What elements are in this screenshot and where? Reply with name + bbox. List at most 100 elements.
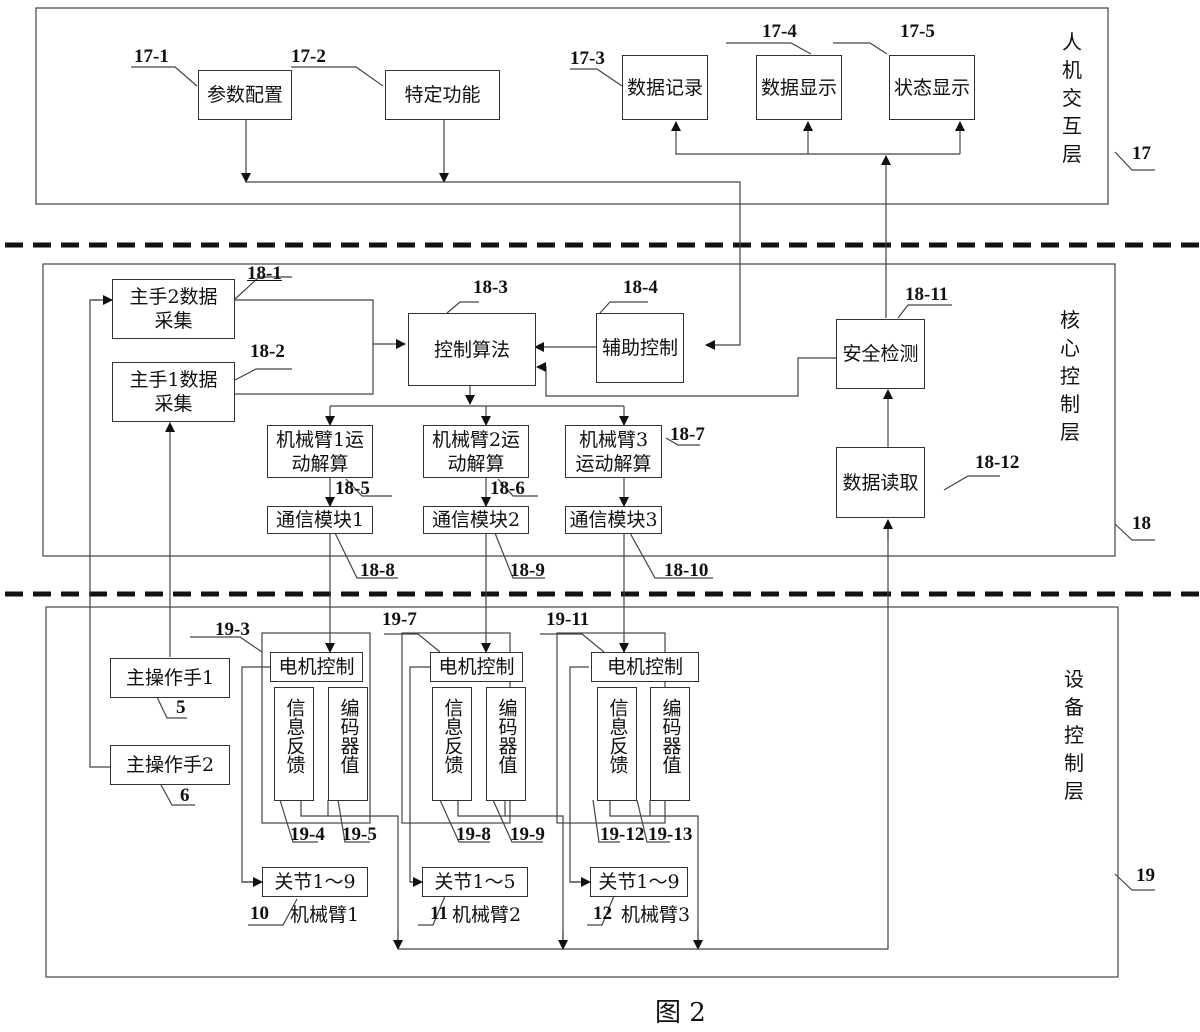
layer-title-char: 设 [1064, 667, 1084, 691]
status-display-label: 状态显示 [893, 76, 970, 99]
comm-module3-block: 通信模块3 [565, 506, 662, 534]
master-operator2-label: 主操作手2 [125, 754, 215, 776]
joints-arm2-block: 关节1～5 [422, 867, 528, 897]
motor-control-label: 电机控制 [278, 656, 355, 678]
master2-acquisition-block: 主手2数据采集 [112, 279, 235, 339]
tag-18-12: 18-12 [975, 452, 1020, 473]
core-layer-title: 核 心 控 制 层 [1058, 306, 1082, 446]
comm-module3-label: 通信模块3 [569, 509, 658, 531]
tag-12: 12 [593, 903, 612, 924]
tag-5: 5 [176, 697, 186, 718]
motor-control-label: 电机控制 [606, 656, 683, 678]
joints-arm3-block: 关节1～9 [590, 867, 688, 897]
layer-title-char: 控 [1060, 364, 1080, 388]
control-algorithm-label: 控制算法 [433, 338, 510, 361]
info-feedback-1-block: 信息反馈 [274, 687, 314, 801]
tag-18-4: 18-4 [623, 277, 658, 298]
arm3-kinematics-block: 机械臂3运动解算 [565, 425, 662, 478]
motor-control-2-block: 电机控制 [430, 652, 523, 682]
tag-17: 17 [1132, 143, 1151, 164]
tag-19-8: 19-8 [456, 824, 491, 845]
comm-module2-label: 通信模块2 [431, 509, 521, 531]
data-read-label: 数据读取 [842, 471, 919, 494]
tag-18-3: 18-3 [473, 277, 508, 298]
param-config-block: 参数配置 [198, 70, 292, 120]
motor-control-label: 电机控制 [438, 656, 515, 678]
tag-17-1: 17-1 [134, 46, 169, 67]
arm2-kinematics-block: 机械臂2运动解算 [423, 425, 529, 478]
safety-check-label: 安全检测 [842, 343, 919, 365]
tag-17-2: 17-2 [291, 46, 326, 67]
layer-title-char: 层 [1060, 420, 1080, 444]
arm2-kinematics-label: 机械臂2运动解算 [431, 428, 521, 475]
comm-module1-label: 通信模块1 [275, 509, 365, 531]
layer-title-char: 核 [1060, 308, 1080, 332]
tag-18-10: 18-10 [664, 560, 709, 581]
arm2-label: 机械臂2 [452, 904, 522, 926]
info-feedback-label: 信息反馈 [606, 698, 629, 774]
special-function-label: 特定功能 [404, 84, 481, 106]
core-layer-frame [42, 263, 1116, 557]
tag-18-11: 18-11 [905, 284, 949, 305]
data-read-block: 数据读取 [836, 447, 925, 518]
comm-module1-block: 通信模块1 [267, 506, 373, 534]
aux-control-block: 辅助控制 [596, 313, 684, 383]
tag-10: 10 [250, 903, 269, 924]
tag-18-5: 18-5 [335, 478, 370, 499]
data-display-label: 数据显示 [760, 76, 837, 99]
layer-title-char: 制 [1064, 751, 1084, 775]
tag-18-2: 18-2 [250, 341, 285, 362]
layer-title-char: 机 [1062, 58, 1082, 82]
special-function-block: 特定功能 [385, 70, 500, 120]
arm1-kinematics-label: 机械臂1运动解算 [275, 428, 365, 475]
tag-18-6: 18-6 [490, 478, 525, 499]
hmi-layer-frame [35, 7, 1109, 205]
tag-18-8: 18-8 [360, 560, 395, 581]
layer-title-char: 心 [1060, 336, 1080, 360]
arm3-label: 机械臂3 [621, 904, 691, 926]
data-record-label: 数据记录 [626, 76, 703, 99]
encoder-value-label: 编码器值 [659, 698, 682, 774]
arm1-label: 机械臂1 [290, 904, 360, 926]
tag-11: 11 [430, 903, 448, 924]
layer-title-char: 备 [1064, 695, 1084, 719]
tag-17-3: 17-3 [570, 48, 605, 69]
encoder-value-1-block: 编码器值 [328, 687, 368, 801]
hmi-layer-title: 人 机 交 互 层 [1060, 28, 1084, 168]
layer-title-char: 交 [1062, 86, 1082, 110]
joints-label: 关节1～9 [598, 871, 680, 893]
layer-title-char: 人 [1062, 30, 1082, 54]
info-feedback-2-block: 信息反馈 [432, 687, 472, 801]
master1-acquisition-block: 主手1数据采集 [112, 362, 235, 422]
tag-19-9: 19-9 [510, 824, 545, 845]
layer-title-char: 互 [1062, 114, 1082, 138]
joints-label: 关节1～5 [434, 871, 516, 893]
aux-control-label: 辅助控制 [601, 337, 678, 359]
device-layer-frame [45, 606, 1119, 978]
tag-19: 19 [1136, 865, 1155, 886]
master-operator1-block: 主操作手1 [110, 658, 230, 698]
control-algorithm-block: 控制算法 [408, 313, 536, 386]
tag-17-5: 17-5 [900, 21, 935, 42]
tag-19-7: 19-7 [382, 609, 417, 630]
encoder-value-2-block: 编码器值 [486, 687, 526, 801]
master-operator2-block: 主操作手2 [110, 745, 230, 785]
layer-title-char: 层 [1064, 779, 1084, 803]
encoder-value-3-block: 编码器值 [650, 687, 690, 801]
master2-acquisition-label: 主手2数据采集 [129, 286, 218, 332]
figure-caption: 图 2 [655, 998, 706, 1028]
tag-19-5: 19-5 [342, 824, 377, 845]
tag-19-12: 19-12 [600, 824, 645, 845]
motor-control-3-block: 电机控制 [591, 652, 699, 682]
tag-17-4: 17-4 [762, 21, 797, 42]
info-feedback-label: 信息反馈 [283, 698, 306, 774]
arm1-kinematics-block: 机械臂1运动解算 [267, 425, 373, 478]
device-layer-title: 设 备 控 制 层 [1062, 665, 1086, 805]
tag-19-13: 19-13 [648, 824, 693, 845]
encoder-value-label: 编码器值 [337, 698, 360, 774]
comm-module2-block: 通信模块2 [423, 506, 529, 534]
tag-18: 18 [1132, 513, 1151, 534]
safety-check-block: 安全检测 [836, 319, 925, 389]
param-config-label: 参数配置 [206, 84, 283, 106]
